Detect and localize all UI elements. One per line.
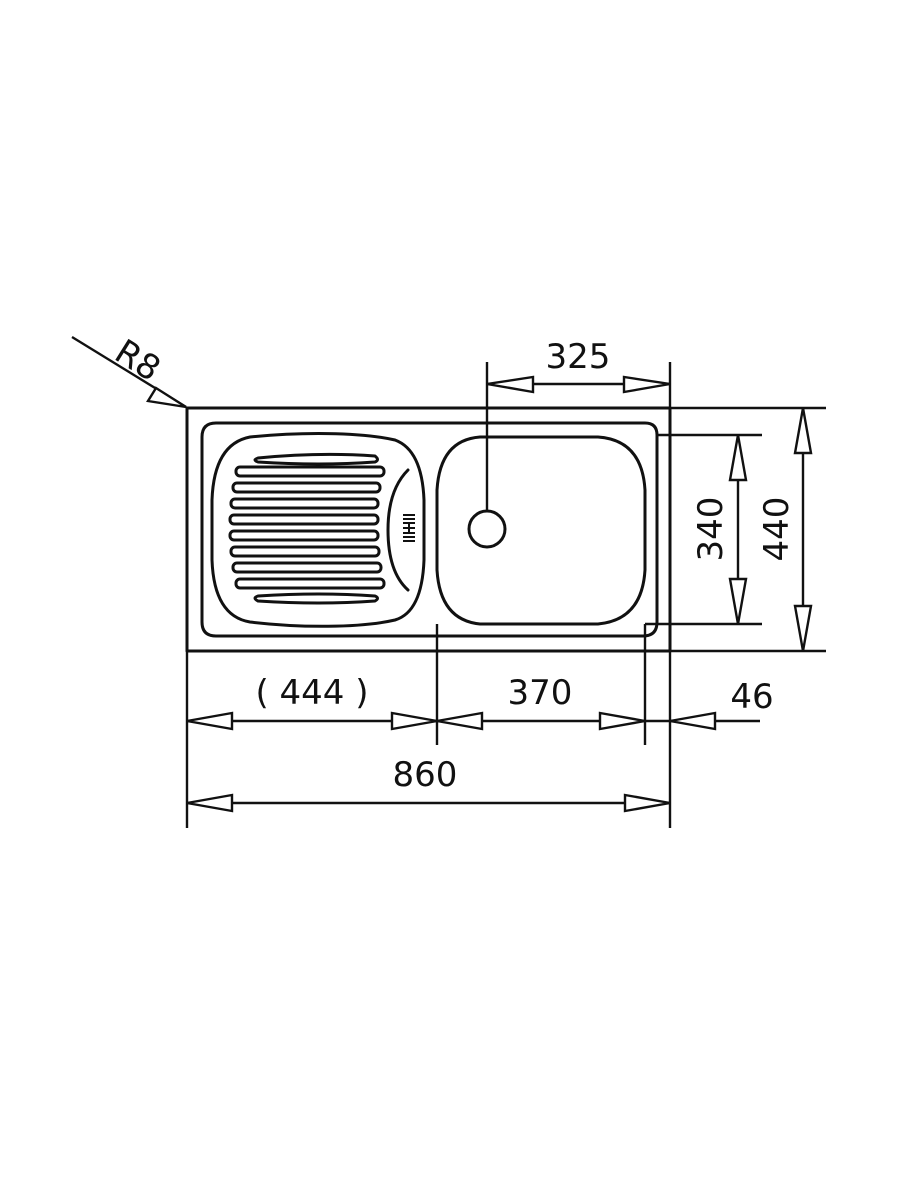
groove: [234, 465, 386, 478]
outer-rim: [185, 406, 672, 653]
label-bowl-depth: 340: [691, 497, 731, 562]
overflow-recess-arc: [386, 468, 410, 592]
drainboard-grooves: [228, 452, 386, 605]
dim-width-breakdown: ( 444 ) 370 46: [185, 624, 774, 828]
dim-overall-depth: 440: [670, 406, 826, 653]
groove: [234, 577, 386, 590]
label-corner-radius: R8: [108, 332, 168, 390]
label-drainboard-width: ( 444 ): [255, 673, 368, 713]
bowl-outline: [435, 435, 647, 626]
drain-hole-icon: [467, 509, 507, 549]
dim-corner-radius: R8: [71, 332, 187, 409]
dim-overall-width: 860: [186, 755, 671, 813]
groove: [231, 561, 383, 574]
drainboard: [210, 432, 426, 628]
label-overall-width: 860: [393, 755, 458, 795]
label-bowl-width: 370: [508, 673, 573, 713]
groove: [228, 513, 380, 526]
groove: [229, 497, 380, 510]
label-overall-depth: 440: [757, 497, 797, 562]
dim-bowl-depth: 340: [645, 433, 762, 626]
drainboard-recess: [210, 432, 426, 628]
groove: [228, 529, 380, 542]
label-drain-offset: 325: [546, 337, 611, 377]
label-right-margin: 46: [730, 677, 773, 717]
groove: [229, 545, 381, 558]
groove: [253, 592, 379, 605]
inner-edge: [200, 421, 659, 638]
overflow-icon: [403, 514, 415, 542]
groove: [253, 452, 379, 466]
dim-drain-offset: 325: [485, 337, 672, 511]
bowl: [435, 435, 647, 626]
groove: [231, 481, 382, 494]
sink-body: [185, 406, 672, 653]
